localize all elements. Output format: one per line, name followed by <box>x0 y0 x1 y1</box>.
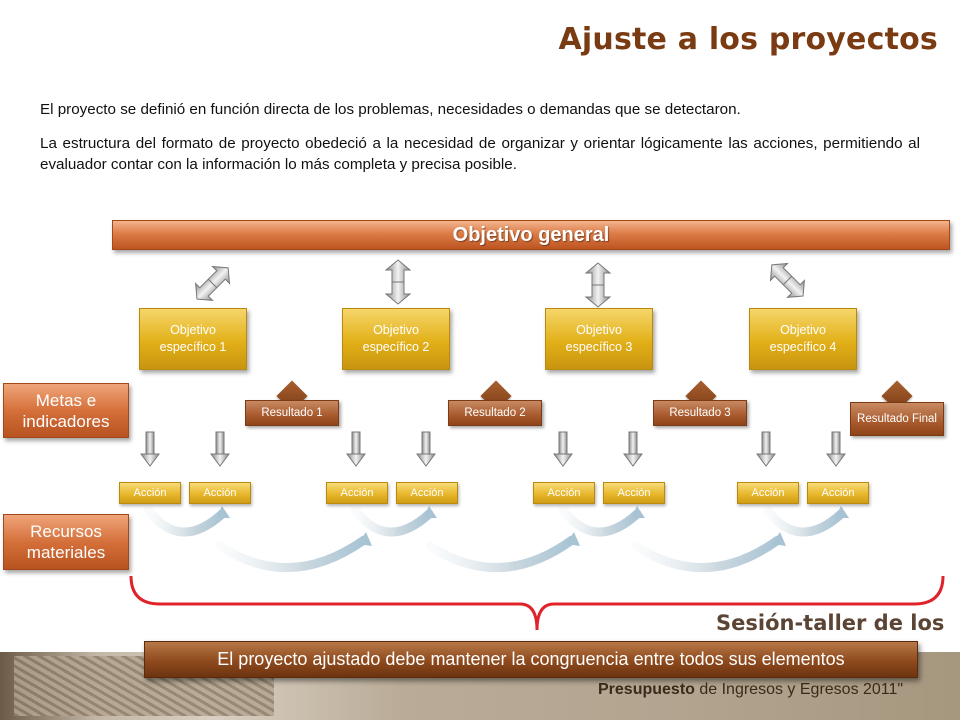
result-2: Resultado 2 <box>448 400 542 426</box>
action-flow-curves <box>143 505 846 573</box>
intro-paragraph-2: La estructura del formato de proyecto ob… <box>40 135 920 173</box>
specific-objective-4: Objetivo específico 4 <box>749 308 857 370</box>
result-1: Resultado 1 <box>245 400 339 426</box>
specific-objective-2: Objetivo específico 2 <box>342 308 450 370</box>
down-arrow <box>210 431 230 467</box>
double-arrow-1 <box>188 258 238 308</box>
down-arrow <box>140 431 160 467</box>
budget-rest: de Ingresos y Egresos 2011" <box>694 681 904 698</box>
down-arrow <box>623 431 643 467</box>
action-box: Acción <box>119 482 181 504</box>
down-arrow <box>756 431 776 467</box>
result-3: Resultado 3 <box>653 400 747 426</box>
double-arrow-2 <box>385 259 411 305</box>
intro-paragraph-1: El proyecto se definió en función direct… <box>40 101 741 118</box>
action-box: Acción <box>326 482 388 504</box>
budget-caption: Presupuesto de Ingresos y Egresos 2011" <box>598 681 903 699</box>
down-arrow <box>416 431 436 467</box>
budget-bold: Presupuesto <box>598 681 695 698</box>
specific-objective-3: Objetivo específico 3 <box>545 308 653 370</box>
double-arrow-3 <box>585 262 611 308</box>
side-label-metas: Metas e indicadores <box>3 383 129 438</box>
double-arrow-4 <box>762 255 812 305</box>
side-label-recursos: Recursos materiales <box>3 514 129 570</box>
action-box: Acción <box>737 482 799 504</box>
down-arrow <box>553 431 573 467</box>
down-arrow <box>826 431 846 467</box>
action-box: Acción <box>396 482 458 504</box>
action-box: Acción <box>807 482 869 504</box>
curve-arrowheads <box>216 506 849 546</box>
general-objective-bar: Objetivo general <box>112 220 950 250</box>
action-box: Acción <box>533 482 595 504</box>
specific-objective-1: Objetivo específico 1 <box>139 308 247 370</box>
result-final: Resultado Final <box>850 402 944 436</box>
session-caption: Sesión-taller de los <box>716 611 945 635</box>
conclusion-banner: El proyecto ajustado debe mantener la co… <box>144 641 918 678</box>
down-arrow <box>346 431 366 467</box>
page-title: Ajuste a los proyectos <box>558 22 938 57</box>
action-box: Acción <box>189 482 251 504</box>
action-box: Acción <box>603 482 665 504</box>
red-brace <box>129 575 945 631</box>
